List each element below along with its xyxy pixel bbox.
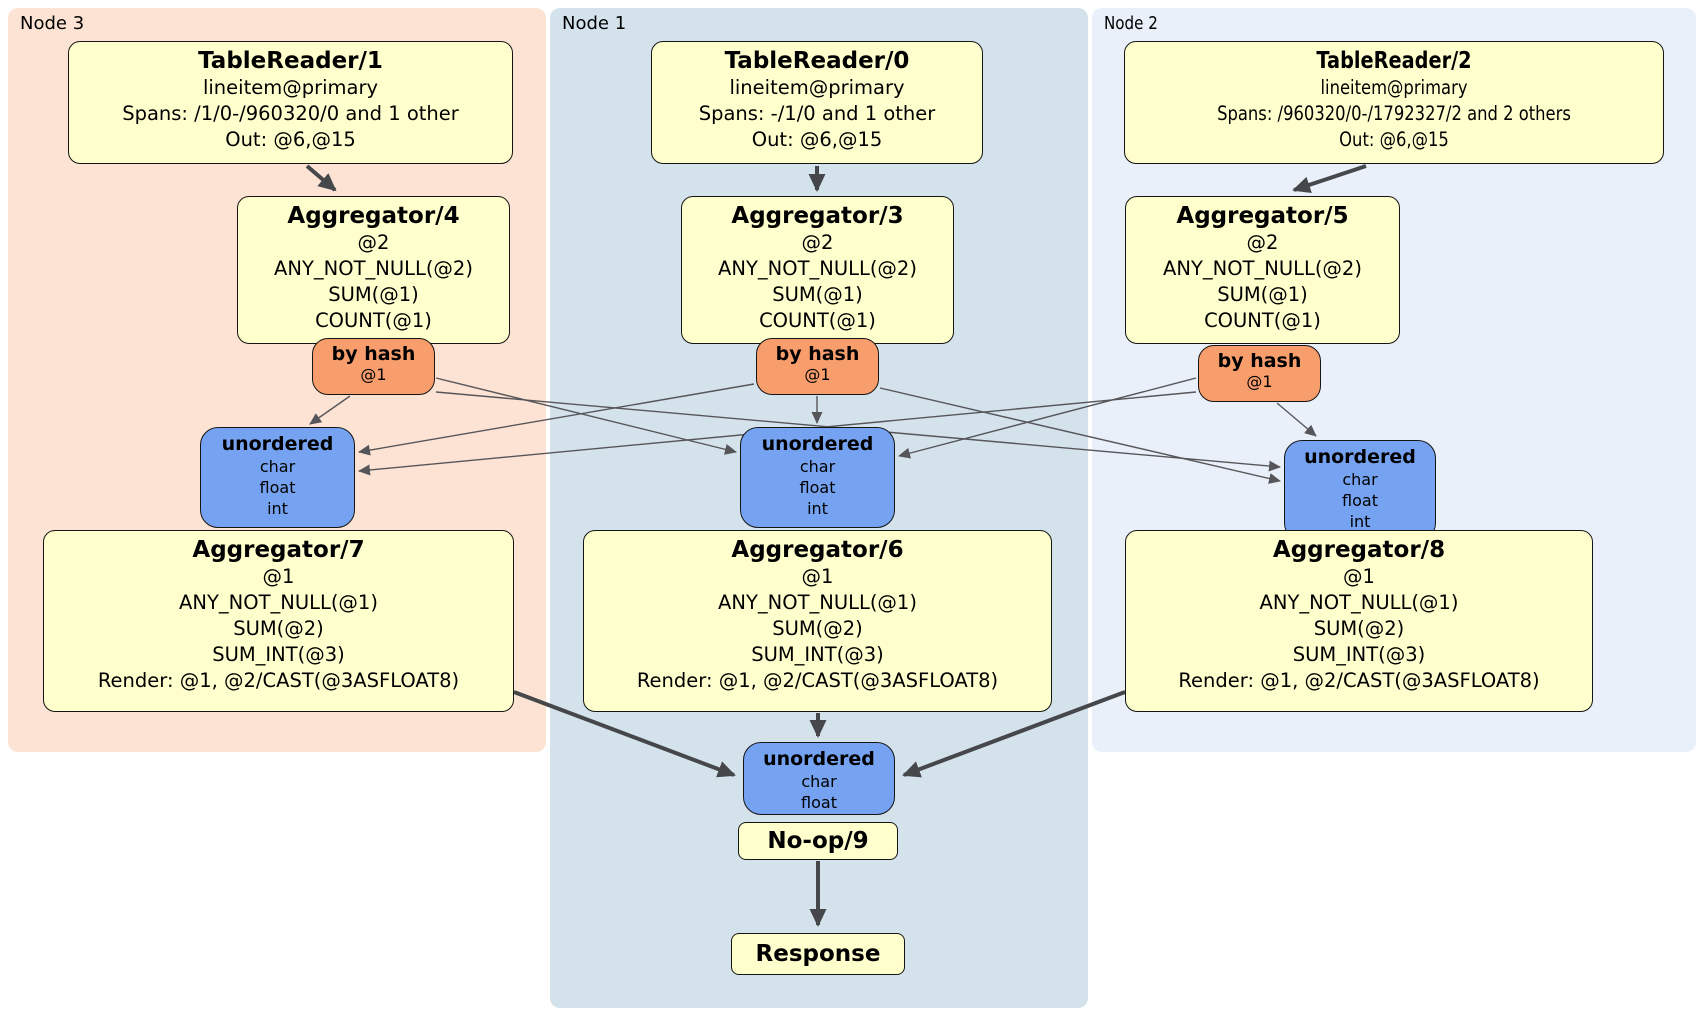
tablereader-2-box: TableReader/2 lineitem@primary Spans: /9… — [1124, 41, 1664, 164]
tablereader-1-box: TableReader/1 lineitem@primary Spans: /1… — [68, 41, 513, 164]
box-title: unordered — [763, 748, 875, 770]
box-title: Aggregator/3 — [731, 203, 904, 229]
edge-tr2-agg5 — [1292, 164, 1367, 194]
unordered-sync-final-box: unordered char float — [743, 742, 895, 815]
aggregator-4-box: Aggregator/4 @2 ANY_NOT_NULL(@2) SUM(@1)… — [237, 196, 510, 344]
unordered-sync-node3-box: unordered char float int — [200, 427, 355, 528]
aggregator-3-box: Aggregator/3 @2 ANY_NOT_NULL(@2) SUM(@1)… — [681, 196, 954, 344]
node-3-label: Node 3 — [20, 13, 85, 34]
edge-agg7-un0 — [513, 690, 736, 778]
tablereader-0-box: TableReader/0 lineitem@primary Spans: -/… — [651, 41, 983, 164]
box-title: by hash — [1217, 350, 1302, 372]
box-title: Aggregator/7 — [192, 537, 365, 563]
node-1-label: Node 1 — [562, 13, 627, 34]
aggregator-6-box: Aggregator/6 @1 ANY_NOT_NULL(@1) SUM(@2)… — [583, 530, 1052, 712]
response-box: Response — [731, 933, 905, 975]
box-title: Aggregator/8 — [1272, 537, 1446, 563]
hash-router-5-box: by hash @1 — [1198, 345, 1321, 402]
edge-hash3-un3 — [309, 395, 351, 425]
box-title: by hash — [331, 343, 416, 365]
box-title: Response — [755, 941, 881, 967]
box-title: TableReader/1 — [198, 48, 383, 74]
hash-router-3-box: by hash @1 — [756, 338, 879, 395]
unordered-sync-node1-box: unordered char float int — [740, 427, 895, 528]
aggregator-7-box: Aggregator/7 @1 ANY_NOT_NULL(@1) SUM(@2)… — [43, 530, 514, 712]
edge-hash1-un3 — [358, 383, 755, 456]
box-title: unordered — [221, 433, 334, 455]
node-2-label: Node 2 — [1104, 13, 1158, 34]
edge-hash2-un2 — [1276, 402, 1317, 437]
aggregator-5-box: Aggregator/5 @2 ANY_NOT_NULL(@2) SUM(@1)… — [1125, 196, 1400, 344]
box-title: TableReader/2 — [1316, 48, 1472, 74]
unordered-sync-node2-box: unordered char float int — [1284, 440, 1436, 541]
box-title: Aggregator/6 — [731, 537, 904, 563]
hash-router-4-box: by hash @1 — [312, 338, 435, 395]
box-title: TableReader/0 — [724, 48, 910, 74]
box-title: No-op/9 — [767, 828, 869, 854]
edge-tr1-agg4 — [305, 164, 337, 192]
edge-hash2-un1 — [898, 377, 1197, 459]
noop-9-box: No-op/9 — [738, 822, 898, 860]
box-title: unordered — [761, 433, 874, 455]
aggregator-8-box: Aggregator/8 @1 ANY_NOT_NULL(@1) SUM(@2)… — [1125, 530, 1593, 712]
edge-agg8-un0 — [902, 690, 1126, 778]
edge-hash1-un2 — [879, 387, 1281, 484]
box-title: unordered — [1304, 446, 1416, 468]
box-title: Aggregator/4 — [287, 203, 460, 229]
box-title: by hash — [775, 343, 860, 365]
box-title: Aggregator/5 — [1176, 203, 1349, 229]
